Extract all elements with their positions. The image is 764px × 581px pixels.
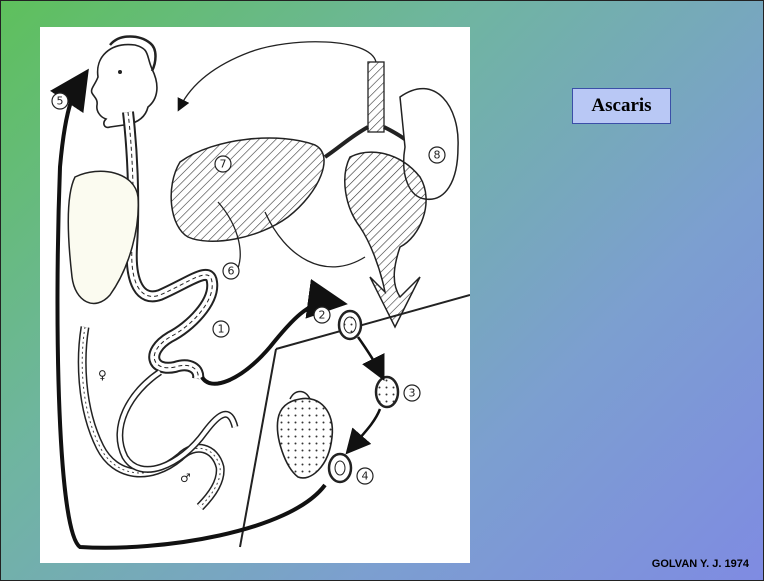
- stage-label-4: 4: [357, 468, 373, 484]
- stage-label-7: 7: [215, 156, 231, 172]
- svg-text:4: 4: [362, 470, 369, 483]
- egg-stage-3: [376, 377, 398, 407]
- svg-text:5: 5: [57, 95, 64, 108]
- svg-text:3: 3: [409, 387, 416, 400]
- svg-text:1: 1: [218, 323, 225, 336]
- ascaris-life-cycle-diagram: ♀ ♂ 1 2 3 4 5 6 7 8: [40, 27, 470, 563]
- stage-label-2: 2: [314, 307, 330, 323]
- figure-credit: GOLVAN Y. J. 1974: [652, 558, 749, 570]
- male-symbol: ♂: [180, 471, 191, 485]
- stage-label-6: 6: [223, 263, 239, 279]
- egg-stage-4: [329, 454, 351, 482]
- female-symbol: ♀: [98, 368, 107, 382]
- stage-label-5: 5: [52, 93, 68, 109]
- slide-title: Ascaris: [572, 88, 671, 124]
- stage-label-8: 8: [429, 147, 445, 163]
- stage-label-1: 1: [213, 321, 229, 337]
- heart-vessels: [345, 152, 426, 327]
- svg-text:6: 6: [228, 265, 235, 278]
- liver: [171, 138, 324, 241]
- trachea: [368, 62, 384, 132]
- svg-text:7: 7: [220, 158, 227, 171]
- egg-stage-2: [339, 311, 361, 339]
- stomach: [68, 171, 138, 303]
- stage-label-3: 3: [404, 385, 420, 401]
- svg-text:2: 2: [319, 309, 326, 322]
- strawberry: [277, 398, 332, 478]
- svg-text:8: 8: [434, 149, 441, 162]
